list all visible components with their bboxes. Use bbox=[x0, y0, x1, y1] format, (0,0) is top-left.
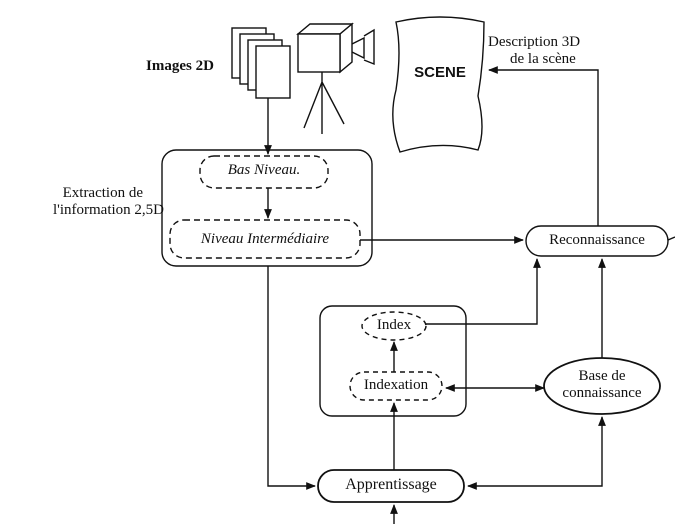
base-label-1: Base de bbox=[578, 368, 626, 384]
niveau-intermediaire-label: Niveau Intermédiaire bbox=[200, 231, 330, 247]
index-node bbox=[361, 311, 427, 341]
scene-icon bbox=[392, 16, 485, 153]
indexation-label: Indexation bbox=[363, 377, 429, 393]
base-label-2: connaissance bbox=[562, 385, 642, 401]
arrow-apprentissage-base bbox=[467, 416, 606, 490]
extraction-label-2: l'information 2,5D bbox=[52, 202, 164, 218]
images-2d-label: Images 2D bbox=[146, 58, 214, 74]
arrow-index-to-reconnaissance bbox=[426, 258, 541, 325]
reconnaissance-label: Reconnaissance bbox=[549, 232, 645, 248]
extraction-box bbox=[161, 149, 373, 267]
apprentissage-node bbox=[317, 469, 465, 503]
arrow-reconnaissance-to-scene bbox=[488, 66, 599, 226]
arrow-extraction-to-apprentissage bbox=[267, 266, 316, 490]
camera-icon bbox=[296, 22, 375, 74]
apprentissage-label: Apprentissage bbox=[345, 476, 437, 493]
indexation-box bbox=[319, 305, 467, 417]
extraction-label-1: Extraction de bbox=[62, 185, 143, 201]
scene-label: SCENE bbox=[414, 64, 466, 81]
intermediaire-box bbox=[169, 219, 361, 259]
index-label: Index bbox=[376, 317, 412, 333]
image-stack-icon bbox=[231, 27, 291, 99]
bas-niveau-box bbox=[199, 155, 329, 189]
tripod-icon bbox=[303, 72, 345, 134]
description-label-1: Description 3D bbox=[488, 34, 581, 50]
indexation-node bbox=[349, 371, 443, 401]
description-label-2: de la scène bbox=[510, 51, 576, 67]
reconnaissance-box bbox=[525, 225, 669, 257]
bas-niveau-label: Bas Niveau. bbox=[227, 162, 301, 178]
